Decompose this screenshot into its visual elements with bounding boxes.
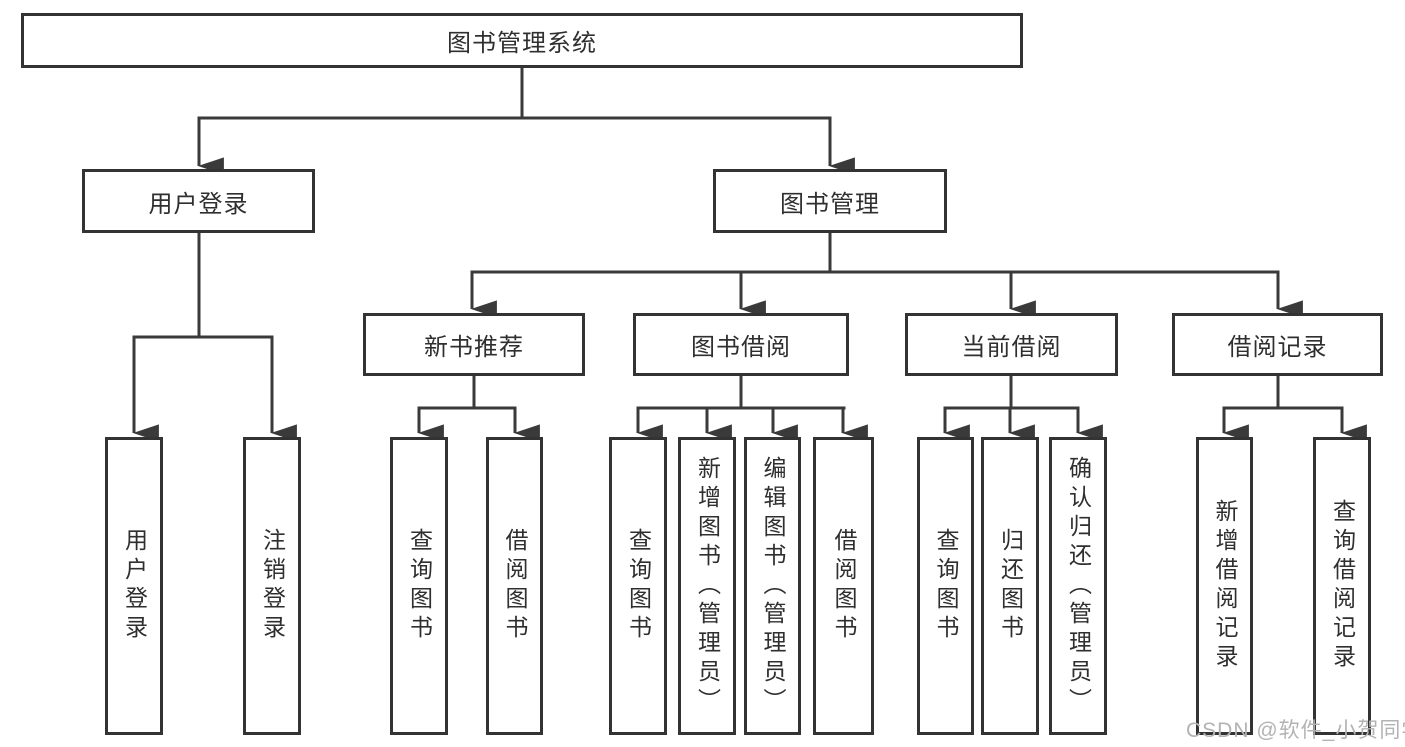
leaf-logout-label: 注销登录: [259, 528, 286, 644]
leaf-query-borrow-record: 查询借阅记录: [1313, 437, 1371, 735]
node-user-login: 用户登录: [82, 169, 315, 233]
leaf-add-book-admin: 新增图书（管理员）: [678, 437, 736, 735]
leaf-return-books-label: 归还图书: [997, 528, 1024, 644]
node-current-borrowing: 当前借阅: [905, 313, 1118, 376]
node-root-system: 图书管理系统: [21, 13, 1023, 68]
leaf-edit-book-admin: 编辑图书（管理员）: [744, 437, 801, 735]
leaf-user-login: 用户登录: [105, 437, 163, 735]
node-borrowing-records-label: 借阅记录: [1227, 334, 1328, 361]
leaf-query-borrow-record-label: 查询借阅记录: [1329, 499, 1356, 673]
node-book-management: 图书管理: [713, 169, 947, 233]
leaf-add-borrow-record: 新增借阅记录: [1196, 437, 1253, 735]
node-book-borrowing-label: 图书借阅: [691, 334, 791, 361]
node-book-management-label: 图书管理: [780, 190, 880, 218]
node-current-borrowing-label: 当前借阅: [961, 334, 1062, 361]
node-book-borrowing: 图书借阅: [633, 313, 849, 376]
leaf-add-borrow-record-label: 新增借阅记录: [1212, 499, 1238, 673]
leaf-user-login-label: 用户登录: [121, 528, 148, 644]
leaf-add-book-admin-label: 新增图书（管理员）: [694, 455, 721, 717]
leaf-edit-book-admin-label: 编辑图书（管理员）: [760, 455, 786, 717]
node-root-label: 图书管理系统: [447, 30, 597, 57]
node-borrowing-records: 借阅记录: [1172, 313, 1383, 376]
leaf-query-books-borrowing: 查询图书: [609, 437, 667, 735]
leaf-confirm-return-admin: 确认归还（管理员）: [1049, 437, 1107, 735]
leaf-query-books-recommend-label: 查询图书: [406, 528, 433, 644]
leaf-borrow-books-borrowing-label: 借阅图书: [831, 528, 857, 644]
leaf-borrow-books-recommend: 借阅图书: [486, 437, 543, 735]
node-new-book-recommend-label: 新书推荐: [424, 334, 524, 361]
leaf-borrow-books-recommend-label: 借阅图书: [502, 528, 528, 644]
leaf-query-books-current: 查询图书: [917, 437, 974, 735]
leaf-query-books-borrowing-label: 查询图书: [625, 528, 652, 644]
leaf-return-books: 归还图书: [981, 437, 1039, 735]
leaf-query-books-recommend: 查询图书: [390, 437, 448, 735]
leaf-confirm-return-admin-label: 确认归还（管理员）: [1065, 455, 1092, 717]
leaf-logout: 注销登录: [243, 437, 301, 735]
node-new-book-recommend: 新书推荐: [363, 313, 585, 376]
node-user-login-label: 用户登录: [148, 190, 249, 218]
leaf-borrow-books-borrowing: 借阅图书: [813, 437, 874, 735]
leaf-query-books-current-label: 查询图书: [933, 528, 959, 644]
csdn-watermark: CSDN @软件_小贺同学: [1186, 719, 1405, 742]
